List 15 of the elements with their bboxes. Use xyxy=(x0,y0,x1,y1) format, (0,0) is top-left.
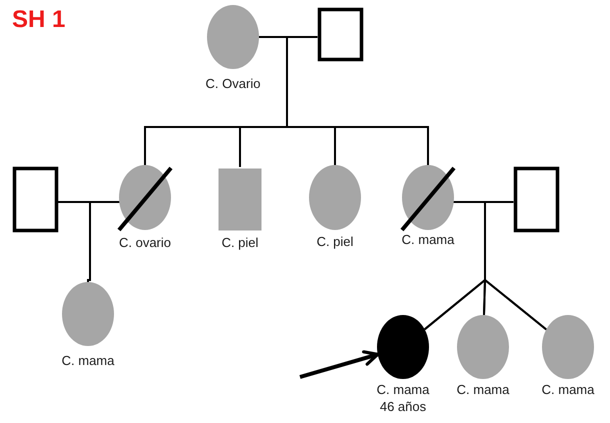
descent-line xyxy=(87,201,120,282)
condition-label: C. Ovario xyxy=(206,75,260,92)
title: SH 1 xyxy=(12,6,66,34)
condition-label: C. mama xyxy=(542,381,594,398)
condition-label: C. ovario xyxy=(118,234,172,251)
condition-label: C. piel xyxy=(316,233,354,250)
descent-line xyxy=(286,36,429,165)
age-label: 46 años xyxy=(380,398,426,415)
condition-label: C. piel xyxy=(222,234,258,251)
condition-label: C. mama xyxy=(62,352,114,369)
condition-label: C. mama xyxy=(376,381,430,398)
descent-line xyxy=(484,201,547,330)
proband-arrow xyxy=(299,350,380,379)
condition-label: C. mama xyxy=(456,381,510,398)
condition-label: C. mama xyxy=(402,231,454,248)
